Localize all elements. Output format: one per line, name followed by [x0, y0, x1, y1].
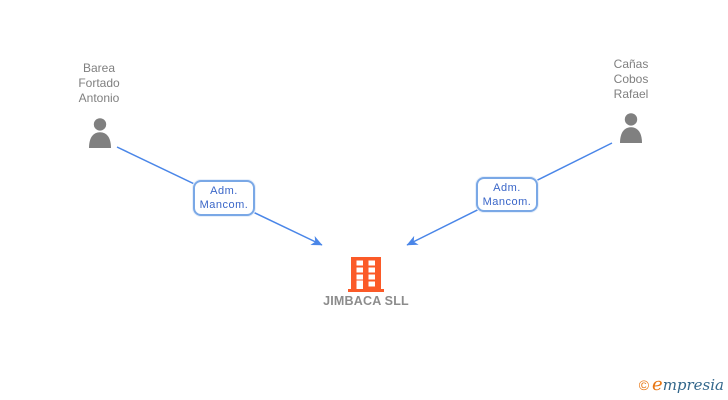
relation-label-line2: Mancom.	[482, 196, 532, 208]
building-icon	[348, 257, 384, 292]
company-name: JIMBACA SLL	[323, 294, 409, 308]
person-name-left: Barea Fortado Antonio	[54, 61, 144, 106]
person-icon[interactable]	[617, 113, 645, 143]
company-node[interactable]: JIMBACA SLL	[306, 256, 426, 308]
person-name-right: Cañas Cobos Rafael	[586, 57, 676, 102]
empresia-logo[interactable]: ©empresia	[639, 374, 724, 395]
relation-label-line2: Mancom.	[199, 199, 249, 211]
brand-letter: e	[652, 374, 663, 395]
relation-label-line1: Adm.	[210, 185, 238, 197]
person-name-line: Antonio	[78, 91, 120, 105]
relation-label-line1: Adm.	[493, 182, 521, 194]
person-name-line: Rafael	[613, 87, 649, 101]
copyright-icon: ©	[638, 377, 650, 393]
person-icon[interactable]	[86, 118, 114, 148]
brand-text: mpresia	[662, 376, 724, 394]
relation-box-left[interactable]: Adm. Mancom.	[193, 180, 255, 216]
person-name-line: Cañas	[613, 57, 649, 71]
person-name-line: Barea	[82, 61, 116, 75]
person-name-line: Fortado	[78, 76, 120, 90]
relation-box-right[interactable]: Adm. Mancom.	[476, 177, 538, 212]
person-name-line: Cobos	[613, 72, 649, 86]
